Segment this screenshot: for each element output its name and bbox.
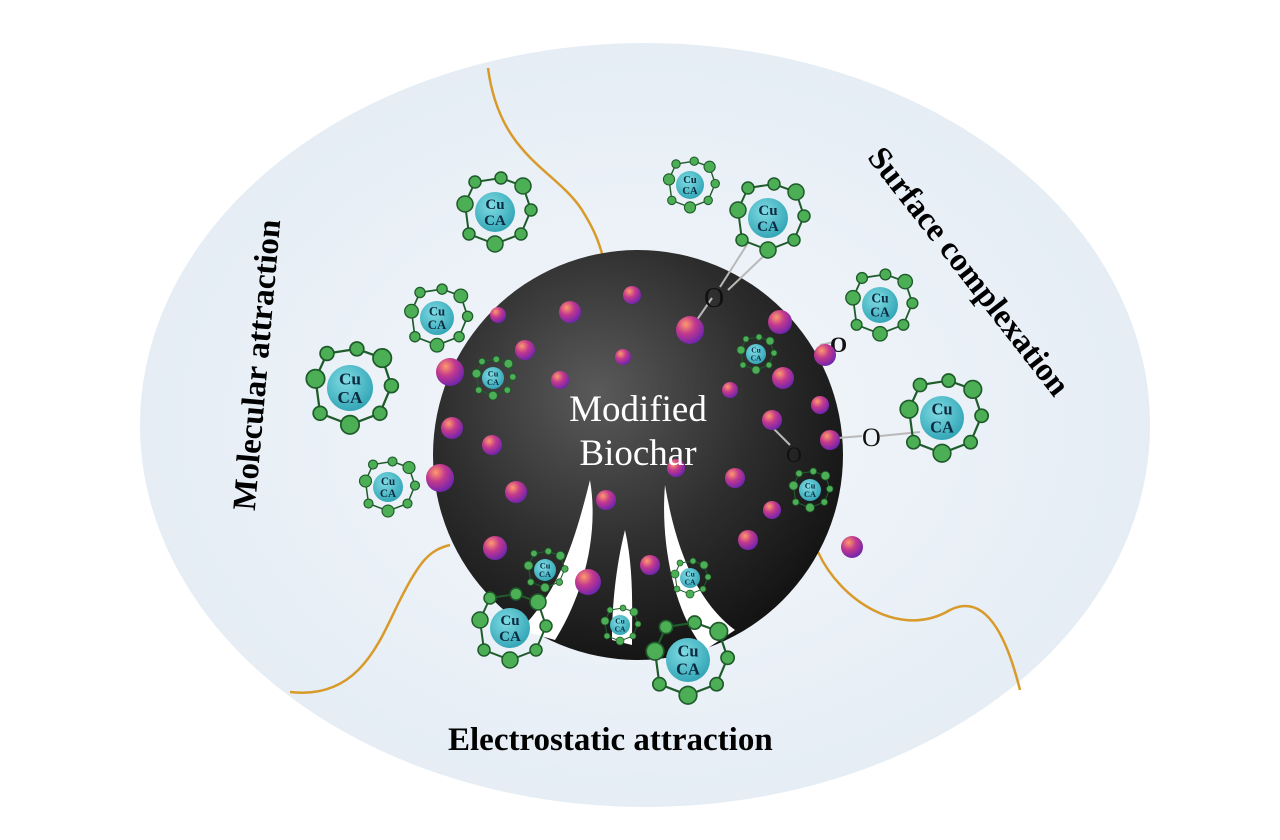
complex-label-cu: Cu bbox=[871, 290, 889, 305]
complex-label-ca: CA bbox=[804, 490, 816, 499]
complex-label-ca: CA bbox=[615, 625, 626, 634]
complex-label-cu: Cu bbox=[805, 481, 816, 490]
ion-sphere bbox=[814, 344, 836, 366]
ion-sphere bbox=[623, 286, 641, 304]
pore-1 bbox=[520, 480, 593, 640]
complex-label-ca: CA bbox=[870, 305, 890, 320]
ion-sphere bbox=[490, 307, 506, 323]
ion-sphere bbox=[482, 435, 502, 455]
complex-label-cu: Cu bbox=[540, 561, 551, 570]
complex-label-ca: CA bbox=[676, 659, 700, 678]
ion-sphere bbox=[575, 569, 601, 595]
ion-sphere bbox=[738, 530, 758, 550]
ion-sphere bbox=[722, 382, 738, 398]
complex-label-ca: CA bbox=[499, 629, 521, 645]
ion-sphere bbox=[820, 430, 840, 450]
tether-lines bbox=[289, 67, 1022, 694]
ion-sphere bbox=[768, 310, 792, 334]
pore-3 bbox=[664, 485, 735, 650]
complex-label-ca: CA bbox=[484, 213, 506, 229]
complex-label-ca: CA bbox=[682, 186, 698, 197]
ion-sphere bbox=[551, 371, 569, 389]
ion-spheres bbox=[426, 286, 863, 595]
complex-label-cu: Cu bbox=[677, 642, 698, 661]
complex-label-ca: CA bbox=[428, 318, 447, 332]
ion-sphere bbox=[436, 358, 464, 386]
complex-label-ca: CA bbox=[685, 578, 696, 587]
ion-sphere bbox=[667, 459, 685, 477]
ion-sphere bbox=[640, 555, 660, 575]
complex-label-ca: CA bbox=[757, 219, 779, 235]
ion-sphere bbox=[676, 316, 704, 344]
ion-sphere bbox=[762, 410, 782, 430]
ion-sphere bbox=[441, 417, 463, 439]
oxygen-4: O bbox=[786, 442, 802, 467]
complex-label-ca: CA bbox=[338, 388, 363, 407]
complex-label-cu: Cu bbox=[931, 400, 952, 419]
ion-sphere bbox=[725, 468, 745, 488]
oxygen-1: O bbox=[704, 283, 724, 314]
ion-sphere bbox=[559, 301, 581, 323]
complex-label-cu: Cu bbox=[429, 304, 445, 318]
biochar-label-line1: Modified bbox=[569, 389, 707, 430]
complex-label-cu: Cu bbox=[751, 346, 761, 355]
complex-label-cu: Cu bbox=[758, 203, 777, 219]
ion-sphere bbox=[615, 349, 631, 365]
complex-label-ca: CA bbox=[751, 354, 762, 363]
electrostatic-attraction-label: Electrostatic attraction bbox=[448, 722, 773, 758]
complex-label-cu: Cu bbox=[339, 370, 361, 389]
complex-label-cu: Cu bbox=[381, 476, 395, 488]
complex-label-cu: Cu bbox=[615, 617, 625, 626]
ion-sphere bbox=[763, 501, 781, 519]
complex-label-ca: CA bbox=[539, 570, 551, 579]
complex-label-cu: Cu bbox=[485, 197, 504, 213]
ion-sphere bbox=[841, 536, 863, 558]
ion-sphere bbox=[772, 367, 794, 389]
complex-label-cu: Cu bbox=[500, 613, 519, 629]
complex-label-cu: Cu bbox=[683, 175, 697, 186]
complex-label-ca: CA bbox=[487, 378, 499, 387]
ion-sphere bbox=[426, 464, 454, 492]
ion-sphere bbox=[811, 396, 829, 414]
ion-sphere bbox=[596, 490, 616, 510]
complex-label-cu: Cu bbox=[488, 369, 499, 378]
biochar-label: Modified Biochar bbox=[569, 388, 707, 476]
oxygen-3: O bbox=[862, 423, 881, 452]
ion-sphere bbox=[515, 340, 535, 360]
ion-sphere bbox=[483, 536, 507, 560]
complex-label-ca: CA bbox=[380, 488, 397, 500]
ion-sphere bbox=[505, 481, 527, 503]
cu-ca-complexes: CuCACuCACuCACuCACuCACuCACuCACuCACuCACuCA… bbox=[305, 156, 990, 705]
biochar-label-line2: Biochar bbox=[579, 433, 697, 474]
complex-label-ca: CA bbox=[930, 417, 954, 436]
complex-label-cu: Cu bbox=[685, 570, 695, 579]
